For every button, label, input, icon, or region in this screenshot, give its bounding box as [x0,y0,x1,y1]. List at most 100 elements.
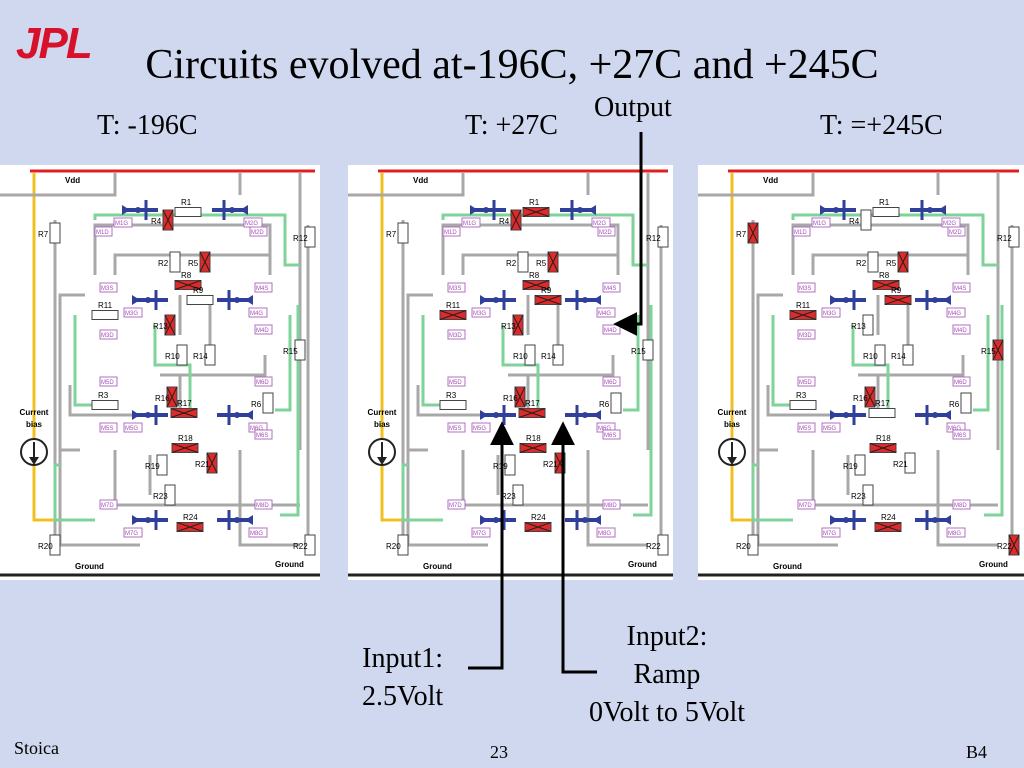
resistor-r18: R18 [171,434,199,453]
transistor: M8G [915,510,966,538]
resistor-label: R18 [526,434,541,443]
resistor-r23: R23 [851,484,874,506]
transistor: M1G [461,200,506,228]
resistor-r18: R18 [869,434,897,453]
resistor-r1: R1 [174,198,202,217]
transistor-label: M3G [823,311,836,317]
transistor-label: M8D [604,503,617,509]
resistor-label: R21 [195,460,210,469]
resistor-label: R14 [193,352,208,361]
resistor-r6: R6 [949,392,972,414]
ground-label: Ground [773,562,802,571]
transistor-label: M5S [799,426,811,432]
transistor-label: M4G [948,311,961,317]
transistor-label: M3G [125,311,138,317]
current-bias-label: bias [724,420,741,429]
input2-label: Input2: Ramp 0Volt to 5Volt [572,618,762,732]
resistor-r6: R6 [599,392,622,414]
resistor-r9: R9 [884,286,912,305]
transistor-label: M5D [799,380,812,386]
transistor-label: M6G [250,426,263,432]
resistor-label: R8 [181,271,192,280]
transistor: M4G [217,290,268,318]
transistor-label: M2G [245,221,258,227]
resistor-label: R13 [501,322,516,331]
resistor-r2: R2 [856,251,879,273]
resistor-label: R15 [631,347,646,356]
transistor: M5G [123,405,168,433]
transistor-label: M6G [598,426,611,432]
resistor-r12: R12 [293,226,316,248]
transistor-label: M5D [449,380,462,386]
transistor-label: M6S [954,433,966,439]
resistor-r24: R24 [874,513,902,532]
resistor-label: R10 [513,352,528,361]
resistor-r15: R15 [631,339,654,361]
resistor-r21: R21 [195,452,218,474]
transistor-label: M1D [444,230,457,236]
resistor-label: R12 [997,234,1012,243]
resistor-r23: R23 [153,484,176,506]
transistor-label: M8D [954,503,967,509]
resistor-label: R24 [531,513,546,522]
transistor-label: M1G [813,221,826,227]
resistor-label: R23 [501,492,516,501]
resistor-label: R4 [849,217,860,226]
resistor-label: R19 [145,462,160,471]
resistor-label: R9 [541,286,552,295]
transistor: M3G [821,290,866,318]
resistor-label: R5 [188,259,199,268]
ground-label: Ground [628,560,657,569]
resistor-label: R23 [153,492,168,501]
transistor: M7G [123,510,168,538]
resistor-r4: R4 [849,209,872,231]
resistor-label: R15 [283,347,298,356]
resistor-r19: R19 [843,454,866,476]
logo-text: JPL [16,20,91,64]
resistor-r10: R10 [165,344,188,366]
resistor-label: R7 [386,230,397,239]
resistor-label: R9 [891,286,902,295]
transistor-label: M8D [256,503,269,509]
resistor-label: R17 [875,399,890,408]
resistor-label: R3 [796,391,807,400]
transistor-label: M6G [948,426,961,432]
transistor-label: M4S [954,286,966,292]
transistor: M5G [471,405,516,433]
transistor-label: M3S [101,286,113,292]
transistor: M6G [217,405,268,433]
resistor-label: R2 [506,259,517,268]
resistor-r12: R12 [646,226,669,248]
transistor-label: M7D [449,503,462,509]
transistor-label: M1G [463,221,476,227]
resistor-r7: R7 [38,222,61,244]
resistor-label: R18 [876,434,891,443]
resistor-r15: R15 [283,339,306,361]
resistor-r14: R14 [541,344,564,366]
transistor-label: M3D [101,333,114,339]
transistor-label: M5S [101,426,113,432]
ground-label: Ground [423,562,452,571]
current-bias-label: bias [374,420,391,429]
input1-label: Input1: 2.5Volt [362,640,443,716]
transistor-label: M6S [604,433,616,439]
resistor-r13: R13 [153,314,176,336]
resistor-r3: R3 [439,391,467,410]
resistor-label: R19 [843,462,858,471]
resistor-r3: R3 [91,391,119,410]
transistor-label: M8G [948,531,961,537]
input1-line1: Input1: [362,643,444,674]
resistor-label: R16 [503,394,518,403]
transistor-label: M1D [794,230,807,236]
input2-line2: Ramp [633,659,701,690]
input1-line2: 2.5Volt [362,681,444,712]
resistor-label: R8 [879,271,890,280]
transistor: M4G [565,290,616,318]
ground-label: Ground [979,560,1008,569]
transistor: M7G [471,510,516,538]
input2-arrow [551,421,597,674]
vdd-label: Vdd [763,176,778,185]
transistor: M2G [910,200,961,228]
